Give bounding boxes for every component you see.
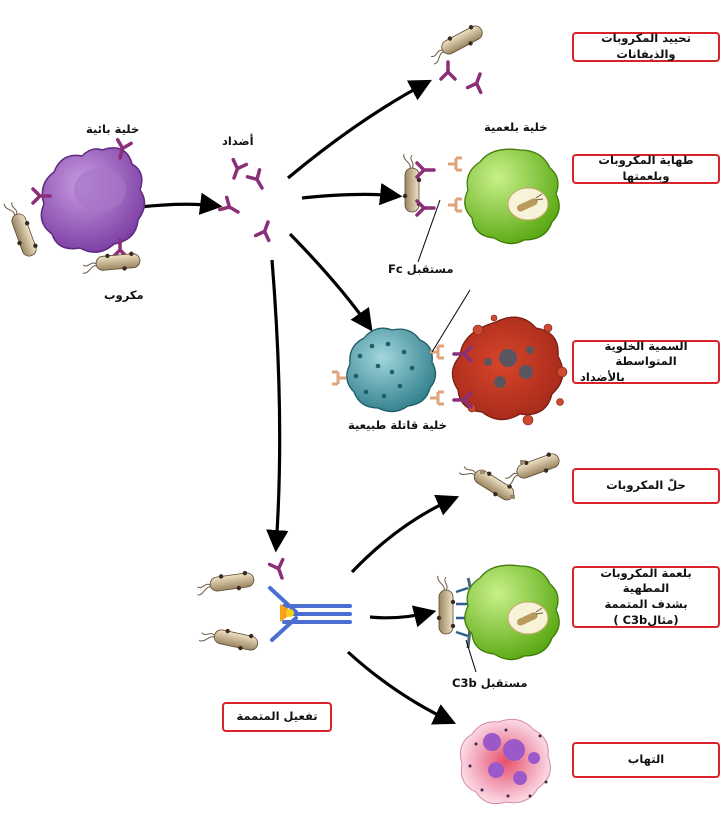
- plasma-cell-label: خلية بائية: [86, 122, 140, 136]
- fc-receptor-pointer: [417, 199, 441, 263]
- arrow-to-opsonization: [301, 182, 403, 206]
- neutralization-box: تحييد المكروبات والذيفانات: [572, 31, 720, 62]
- arrows: [139, 79, 460, 725]
- neutralization-microbe: [425, 21, 489, 95]
- microbe-bottom: [80, 250, 142, 275]
- phagocyte-opsonization: [402, 148, 560, 245]
- complement-phagocytosis-line-1: بلعمة المكروبات المطهية: [600, 565, 692, 596]
- adcc-box: السمية الخلوية المتواسطة بالأضداد: [572, 338, 720, 384]
- plasma-cell: [31, 138, 146, 259]
- arrow-to-complement: [266, 259, 289, 553]
- adcc-line-2: بالأضداد: [580, 369, 625, 384]
- fc-receptor-label: مستقبل Fc: [388, 262, 454, 276]
- nk-cell: [330, 327, 446, 413]
- antibody-icon: [225, 157, 249, 183]
- lysed-microbes: [458, 449, 563, 505]
- complement-phagocytosis-line-2: بشدف المتممة (مثالC3b ): [604, 597, 688, 627]
- arrow-plasma-to-antibodies: [139, 192, 223, 215]
- mast-cell: [459, 718, 551, 805]
- adcc-line-1: السمية الخلوية المتواسطة: [604, 338, 688, 369]
- lysis-box: حلّ المكروبات: [572, 468, 720, 504]
- complement-activation-graphic: [194, 557, 352, 655]
- microbe-left: [2, 197, 41, 260]
- target-cell: [451, 314, 568, 426]
- complement-activation-box: تفعيل المتممة: [222, 702, 332, 732]
- c3b-receptor-pointer: [465, 639, 477, 673]
- antibody-icon: [218, 195, 244, 220]
- arrow-to-lysis: [350, 494, 460, 574]
- inflammation-box: التهاب: [572, 742, 720, 778]
- antibody-icon: [253, 217, 277, 243]
- c3b-receptor-label: مستقبل C3b: [452, 676, 528, 690]
- nk-cell-label: خلية قاتلة طبيعية: [348, 418, 447, 432]
- opsonization-box: طهاية المكروبات وبلعمتها: [572, 153, 720, 184]
- arrow-to-inflammation: [346, 650, 457, 725]
- microbe-label: مكروب: [104, 288, 144, 302]
- antibodies-group: [218, 157, 277, 243]
- phagocyte-label: خلية بلعمية: [484, 120, 548, 134]
- arrow-to-complement-phagocytosis: [369, 605, 437, 628]
- antibodies-label: أضداد: [222, 134, 254, 148]
- arrow-to-neutralization: [286, 79, 432, 180]
- complement-phagocytosis-box: بلعمة المكروبات المطهية بشدف المتممة (مث…: [572, 566, 720, 628]
- arrow-to-adcc: [288, 232, 373, 332]
- antibody-icon: [245, 168, 270, 194]
- phagocyte-complement: [436, 564, 560, 661]
- fc-receptor-pointer: [431, 289, 471, 353]
